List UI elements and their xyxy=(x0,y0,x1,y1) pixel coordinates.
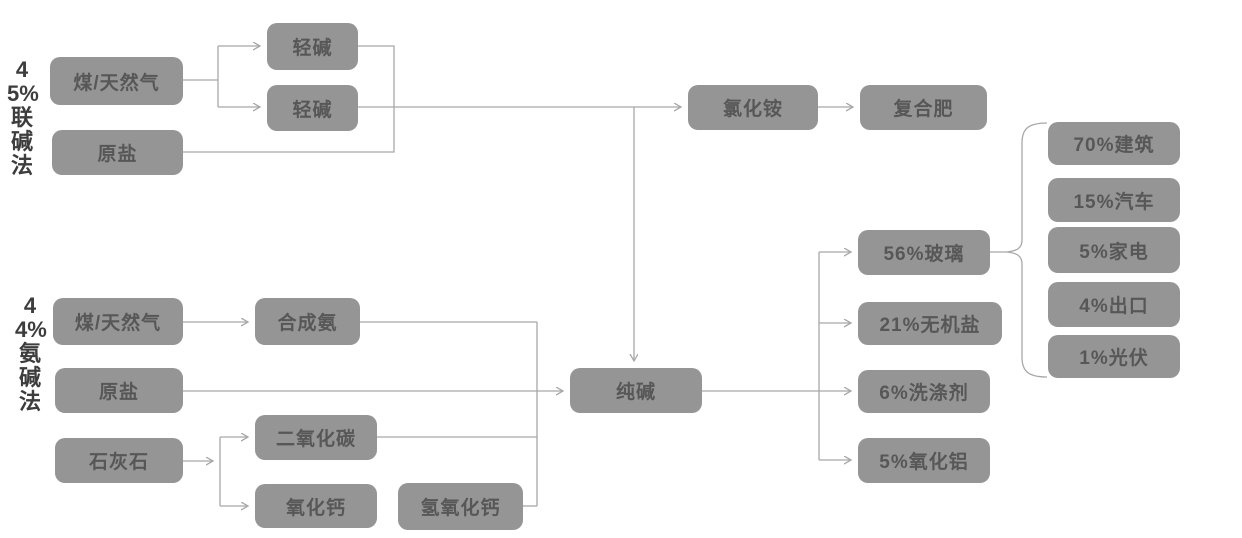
node-construction: 70%建筑 xyxy=(1048,122,1180,165)
node-export: 4%出口 xyxy=(1048,282,1180,327)
node-coal-gas-bottom: 煤/天然气 xyxy=(53,298,183,345)
node-raw-salt-bottom: 原盐 xyxy=(55,368,183,413)
node-compound-fertilizer: 复合肥 xyxy=(860,85,987,130)
node-photovoltaic: 1%光伏 xyxy=(1048,335,1180,378)
top-process-connectors xyxy=(183,46,853,361)
node-automobile: 15%汽车 xyxy=(1048,178,1180,222)
application-connectors xyxy=(702,252,851,460)
node-alumina: 5%氧化铝 xyxy=(858,438,990,483)
node-ammonium-chloride: 氯化铵 xyxy=(688,85,818,130)
node-calcium-hydroxide: 氢氧化钙 xyxy=(398,483,523,530)
label-ammonia-soda-process: 44%氨碱法 xyxy=(15,293,47,414)
node-light-soda-1: 轻碱 xyxy=(267,23,358,70)
node-soda-ash: 纯碱 xyxy=(570,368,702,413)
connector-lightsoda1-rawsalt xyxy=(183,45,395,153)
node-carbon-dioxide: 二氧化碳 xyxy=(255,415,377,460)
label-combined-soda-process: 45%联碱法 xyxy=(7,57,39,178)
node-inorganic-salt: 21%无机盐 xyxy=(858,302,1002,345)
node-detergent: 6%洗涤剂 xyxy=(858,370,990,413)
bottom-process-connectors xyxy=(183,322,563,506)
node-synthetic-ammonia: 合成氨 xyxy=(255,298,360,345)
brace-bracket xyxy=(1006,122,1048,378)
node-glass: 56%玻璃 xyxy=(858,230,990,275)
node-coal-gas-top: 煤/天然气 xyxy=(50,57,183,105)
node-light-soda-2: 轻碱 xyxy=(267,85,358,131)
node-raw-salt-top: 原盐 xyxy=(52,130,183,175)
node-calcium-oxide: 氧化钙 xyxy=(255,484,377,528)
node-appliance: 5%家电 xyxy=(1048,227,1180,273)
glass-breakdown-brace xyxy=(990,122,1048,378)
node-limestone: 石灰石 xyxy=(55,438,183,483)
